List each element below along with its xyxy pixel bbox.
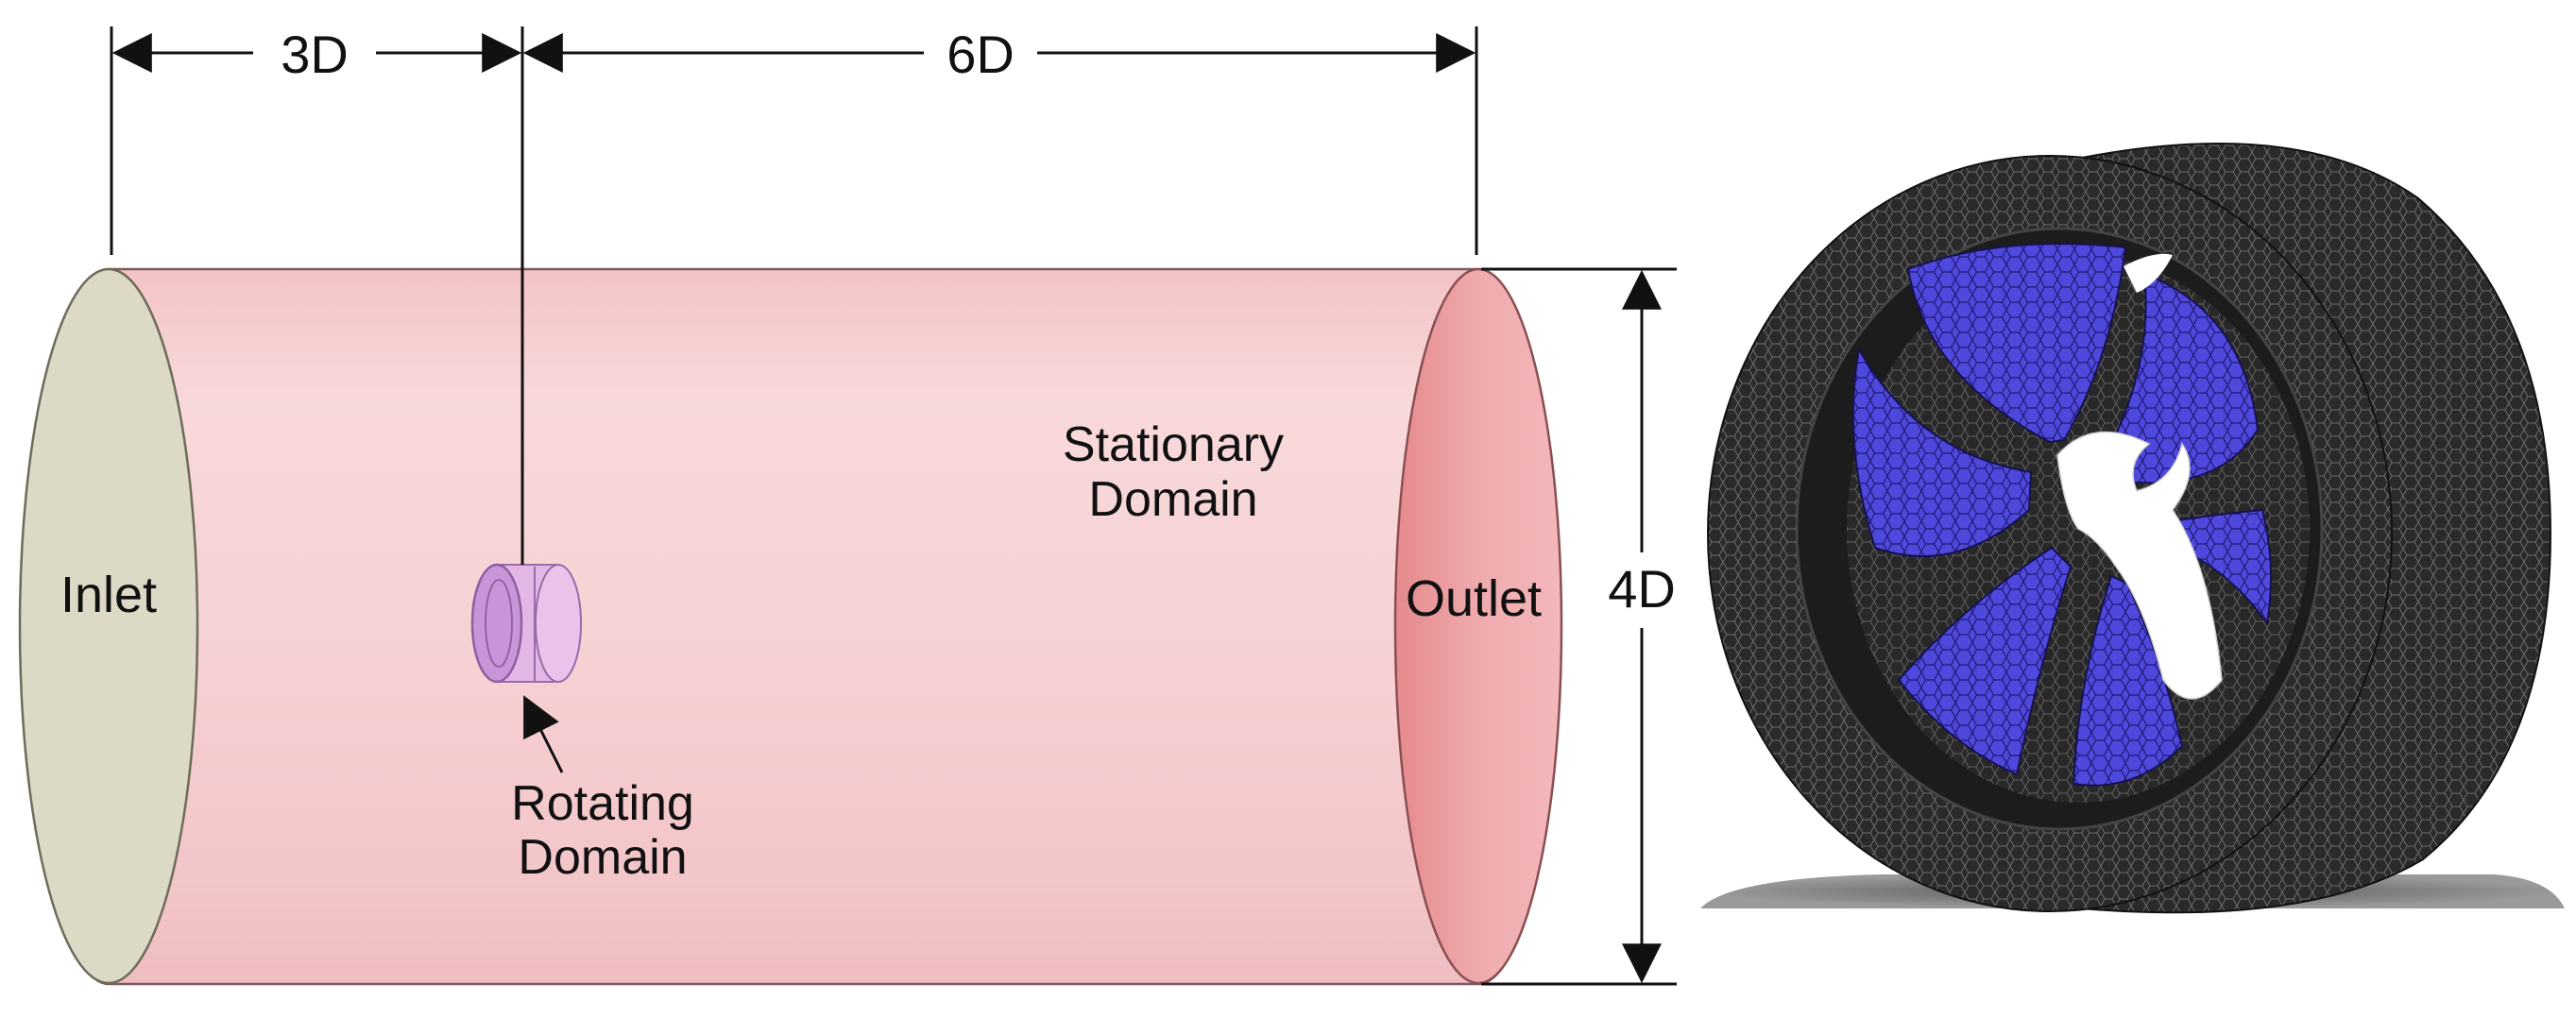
rotating-domain-back — [535, 564, 582, 683]
turbine-blade — [1851, 347, 2033, 557]
rotating-domain-inner — [485, 579, 513, 668]
dimension-lines — [110, 26, 1677, 986]
rotating-domain-front — [470, 563, 523, 684]
rotating-domain-label-line1: Rotating — [511, 776, 694, 831]
inlet-label: Inlet — [60, 567, 157, 623]
diagram-labels: 3D 6D 4D Inlet Outlet Stationary Domain … — [60, 25, 1676, 885]
outlet-label: Outlet — [1406, 570, 1542, 627]
turbine-blade — [1897, 546, 2073, 776]
inlet-face — [18, 267, 199, 985]
ducted-turbine-mesh-icon — [1700, 143, 2565, 914]
cylinder-body — [26, 267, 1561, 986]
stationary-domain-cylinder — [18, 267, 1563, 986]
upstream-dimension-label: 3D — [281, 25, 349, 84]
rotating-domain-pointer — [523, 695, 564, 773]
outlet-face — [1393, 267, 1563, 985]
stationary-domain-label-line1: Stationary — [1063, 417, 1284, 472]
turbine-blades — [1851, 243, 2272, 787]
turbine-hub — [2056, 431, 2223, 700]
turbine-hub-tip — [2124, 253, 2173, 293]
turbine-blade — [1906, 243, 2127, 444]
downstream-dimension-label: 6D — [947, 25, 1015, 84]
stationary-domain-label-line2: Domain — [1088, 472, 1257, 527]
rotating-domain-label-line2: Domain — [518, 830, 687, 885]
diameter-dimension-label: 4D — [1608, 559, 1676, 619]
rotating-domain — [470, 563, 582, 684]
turbine-blade — [2105, 272, 2260, 484]
